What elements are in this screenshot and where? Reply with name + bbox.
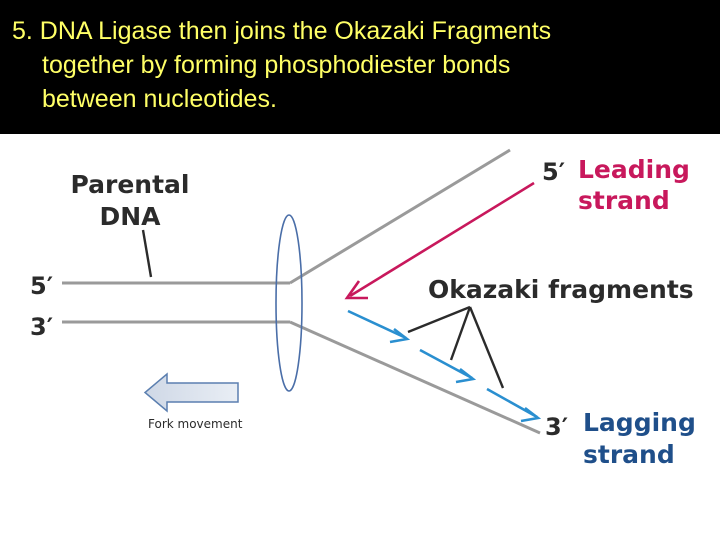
- five-prime-leading-label: 5′: [542, 158, 565, 186]
- fork-ring: [275, 214, 303, 392]
- leading-strand-label-line-2: strand: [578, 186, 670, 215]
- parental-dna-label-line-2: DNA: [99, 202, 161, 231]
- lagging-template-strand: [289, 320, 541, 435]
- lagging-strand-label-line-2: strand: [583, 440, 675, 469]
- three-prime-left-label: 3′: [30, 313, 53, 341]
- parental-dna-pointer: [141, 229, 153, 278]
- replication-fork-diagram: Parental DNA 5′ 3′ 5′ Leading strand Oka…: [30, 148, 696, 469]
- leading-template-strand: [289, 148, 511, 285]
- three-prime-lagging-label: 3′: [545, 413, 568, 441]
- okazaki-fragment-arrow-icon: [419, 348, 477, 384]
- okazaki-fragments-label: Okazaki fragments: [428, 275, 694, 304]
- slide-header: 5. DNA Ligase then joins the Okazaki Fra…: [0, 0, 720, 134]
- okazaki-pointer-lines: [407, 305, 505, 389]
- okazaki-fragment-arrow-icon: [347, 309, 411, 344]
- leading-strand-label-line-1: Leading: [578, 155, 690, 184]
- slide-title-line-3: between nucleotides.: [42, 85, 277, 113]
- okazaki-fragment-arrow-icon: [486, 387, 542, 423]
- slide-title-line-1: 5. DNA Ligase then joins the Okazaki Fra…: [12, 17, 552, 45]
- five-prime-left-label: 5′: [30, 272, 53, 300]
- slide-title-line-2: together by forming phosphodiester bonds: [42, 51, 511, 79]
- fork-movement-arrow-icon: [143, 372, 239, 413]
- leading-strand-arrow-icon: [344, 181, 535, 300]
- fork-movement-label: Fork movement: [148, 417, 243, 431]
- lagging-strand-label-line-1: Lagging: [583, 408, 696, 437]
- parental-dna-label-line-1: Parental: [71, 170, 190, 199]
